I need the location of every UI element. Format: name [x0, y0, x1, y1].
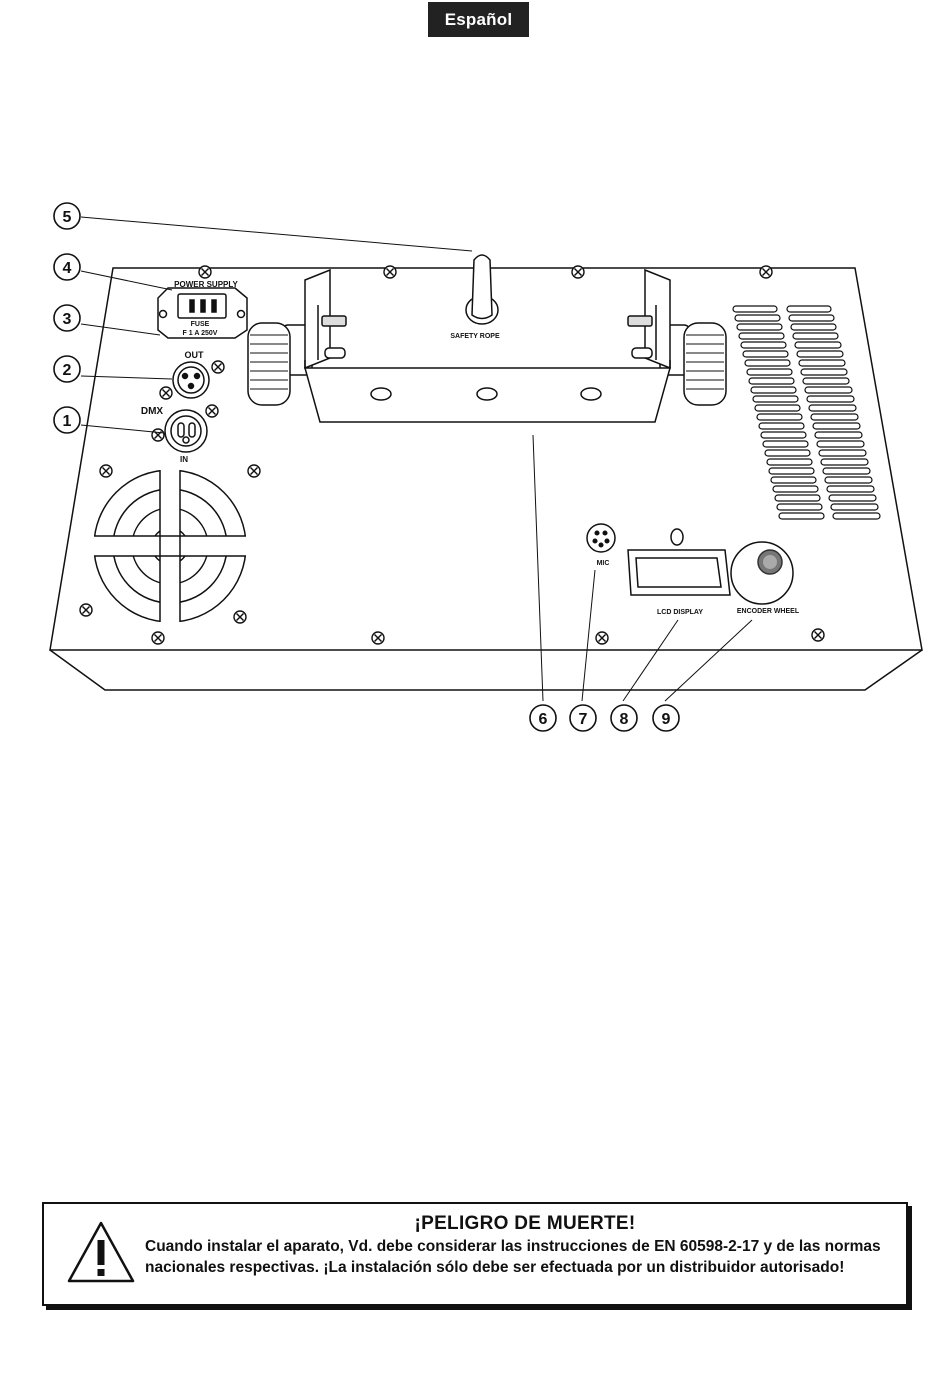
safety-rope-label: SAFETY ROPE	[450, 333, 500, 340]
callout-3: 3	[53, 304, 81, 332]
in-label: IN	[180, 455, 188, 464]
callout-2: 2	[53, 355, 81, 383]
svg-text:2: 2	[63, 362, 72, 379]
warning-text: Cuando instalar el aparato, Vd. debe con…	[145, 1238, 881, 1276]
vent-slots	[732, 305, 881, 520]
callout-8: 8	[610, 704, 638, 732]
svg-text:9: 9	[662, 711, 671, 728]
svg-text:8: 8	[620, 711, 629, 728]
mic-label: MIC	[597, 560, 610, 567]
callout-1: 1	[53, 406, 81, 434]
svg-text:4: 4	[63, 260, 72, 277]
rear-panel-diagram: POWER SUPPLY FUSE F 1 A 250V OUT DMX IN	[0, 190, 950, 750]
power-supply-label: POWER SUPPLY	[174, 280, 238, 289]
mic-socket	[586, 523, 616, 553]
lcd-display	[627, 528, 731, 596]
svg-text:7: 7	[579, 711, 588, 728]
callout-5: 5	[53, 202, 81, 230]
svg-text:5: 5	[63, 209, 72, 226]
svg-text:1: 1	[63, 413, 72, 430]
encoder-wheel	[730, 541, 794, 605]
power-inlet	[157, 287, 248, 339]
safety-rope-eyelet	[465, 254, 499, 325]
svg-text:3: 3	[63, 311, 72, 328]
mounting-bracket	[247, 268, 727, 423]
dmx-label: DMX	[141, 406, 164, 417]
warning-title: ¡PELIGRO DE MUERTE!	[414, 1213, 636, 1234]
fan-grille	[79, 464, 261, 626]
callouts: 1 2 3 4 5 6 7 8 9	[53, 202, 680, 732]
svg-text:6: 6	[539, 711, 548, 728]
leader-lines	[80, 216, 753, 702]
lcd-display-label: LCD DISPLAY	[657, 609, 703, 616]
callout-9: 9	[652, 704, 680, 732]
encoder-wheel-label: ENCODER WHEEL	[737, 608, 800, 615]
danger-warning-box: ¡PELIGRO DE MUERTE! Cuando instalar el a…	[42, 1202, 908, 1306]
out-label: OUT	[185, 350, 205, 360]
callout-4: 4	[53, 253, 81, 281]
dmx-in-connector	[151, 404, 219, 453]
callout-6: 6	[529, 704, 557, 732]
fuse-label: FUSE	[191, 321, 210, 328]
exclamation-triangle-icon	[67, 1221, 135, 1283]
callout-7: 7	[569, 704, 597, 732]
language-tab: Español	[428, 2, 529, 37]
dmx-out-connector	[159, 360, 225, 400]
fuse-rating-label: F 1 A 250V	[183, 330, 218, 337]
